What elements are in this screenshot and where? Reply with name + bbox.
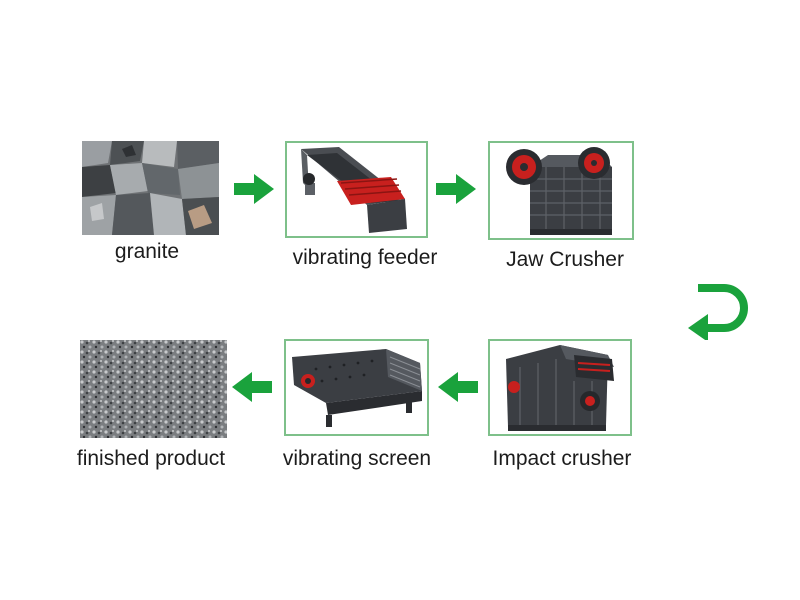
arrow-left-icon bbox=[438, 372, 478, 402]
finished-product-image bbox=[80, 340, 227, 438]
vibrating-feeder-icon bbox=[301, 147, 407, 233]
arrow-left-icon bbox=[232, 372, 272, 402]
step-label-vibrating-feeder: vibrating feeder bbox=[292, 246, 438, 269]
vibrating-screen-icon bbox=[292, 349, 422, 427]
step-label-granite: granite bbox=[114, 240, 180, 263]
arrow-right-icon bbox=[234, 174, 274, 204]
vibrating-feeder-image bbox=[285, 141, 428, 238]
step-label-vibrating-screen: vibrating screen bbox=[282, 447, 432, 470]
gravel-icon bbox=[80, 340, 227, 438]
vibrating-screen-image bbox=[284, 339, 429, 436]
jaw-crusher-icon bbox=[506, 147, 612, 235]
jaw-crusher-image bbox=[488, 141, 634, 240]
step-label-impact-crusher: Impact crusher bbox=[492, 447, 632, 470]
granite-rocks-icon bbox=[82, 141, 219, 235]
impact-crusher-icon bbox=[506, 345, 614, 431]
arrow-right-icon bbox=[436, 174, 476, 204]
granite-image bbox=[82, 141, 219, 235]
step-label-finished-product: finished product bbox=[76, 447, 226, 470]
step-label-jaw-crusher: Jaw Crusher bbox=[506, 248, 624, 271]
u-turn-arrow-icon bbox=[684, 280, 754, 340]
impact-crusher-image bbox=[488, 339, 632, 436]
